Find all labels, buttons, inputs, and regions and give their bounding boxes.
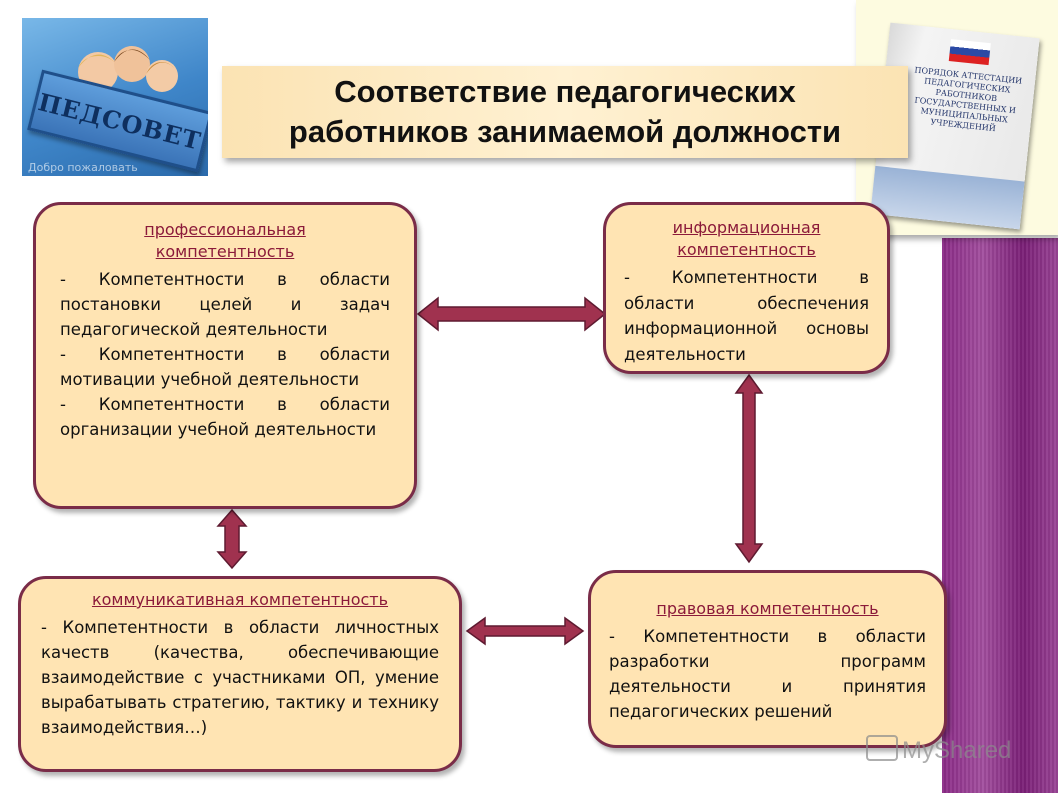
arrow-communicative-legal (465, 616, 585, 646)
arrow-professional-communicative (216, 508, 248, 570)
professional-item: - Компетентности в области организации у… (60, 395, 390, 439)
legal-heading: правовая компетентность (656, 599, 879, 618)
professional-heading-line-1: профессиональная (144, 220, 306, 239)
information-item: - Компетентности в области обеспечения и… (624, 268, 869, 364)
arrow-information-legal (734, 373, 764, 564)
communicative-heading: коммуникативная компетентность (91, 590, 389, 609)
communicative-item: - Компетентности в области личностных ка… (41, 618, 439, 737)
professional-item: - Компетентности в области постановки це… (60, 270, 390, 339)
slide-title: Соответствие педагогических работников з… (222, 66, 908, 158)
welcome-caption: Добро пожаловать (28, 161, 138, 174)
watermark-text: MyShared (902, 737, 1012, 764)
arrow-professional-information (416, 296, 607, 332)
decorative-purple-strip (942, 238, 1058, 793)
information-heading-line-1: информационная (672, 218, 821, 237)
information-competence-box: информационная компетентность - Компетен… (603, 202, 890, 374)
professional-heading-line-2: компетентность (155, 242, 295, 261)
slide-title-line-1: Соответствие педагогических (334, 74, 796, 109)
professional-competence-box: профессиональная компетентность - Компет… (33, 202, 417, 509)
information-heading-line-2: компетентность (677, 240, 816, 259)
communicative-competence-box: коммуникативная компетентность - Компете… (18, 576, 462, 772)
professional-item: - Компетентности в области мотивации уче… (60, 345, 390, 389)
pedsovet-logo: ПЕДСОВЕТ Добро пожаловать (22, 18, 208, 176)
myshared-watermark: MyShared (866, 735, 1011, 765)
legal-item: - Компетентности в области разработки пр… (609, 627, 926, 721)
legal-competence-box: правовая компетентность - Компетентности… (588, 570, 947, 748)
slide-title-line-2: работников занимаемой должности (288, 114, 842, 149)
projector-icon (866, 735, 898, 761)
